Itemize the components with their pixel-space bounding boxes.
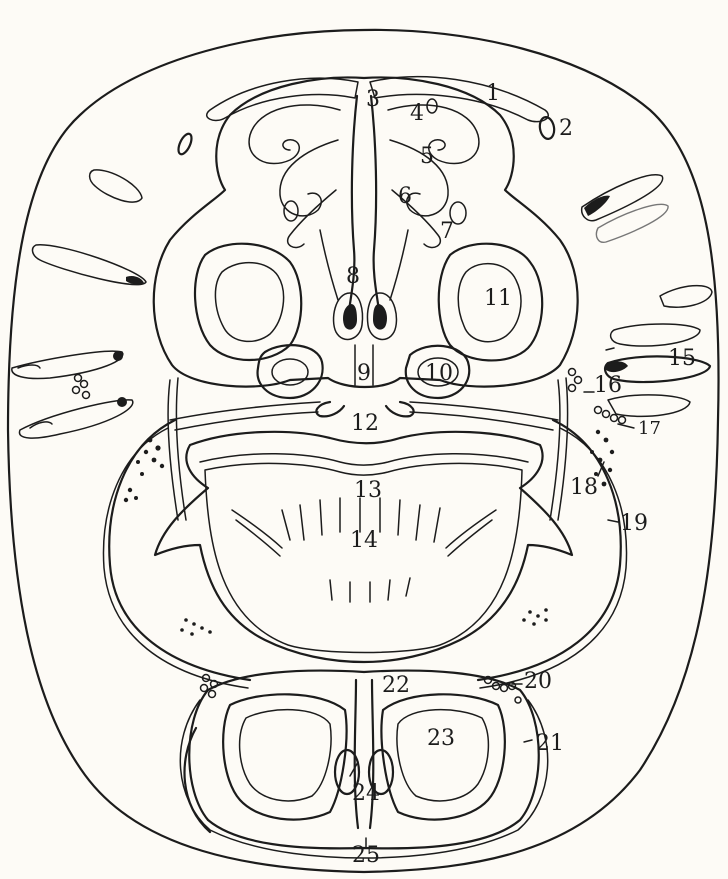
bar-right-3	[660, 286, 712, 308]
label-13: 13	[354, 478, 382, 503]
wrap-left-2	[104, 428, 248, 688]
top-band	[370, 77, 548, 122]
bar-right-6	[608, 395, 690, 416]
label-18: 18	[570, 475, 598, 500]
bar-left-4-dot	[117, 397, 127, 407]
label-22: 22	[382, 673, 410, 698]
ring-cluster-left	[73, 375, 90, 399]
label-25: 25	[352, 843, 380, 868]
bar-right-4	[611, 324, 700, 346]
bar-left-4	[19, 400, 132, 438]
lower-sinus-left	[258, 345, 323, 398]
dot-cluster-lower-right	[522, 608, 548, 626]
label-20: 20	[524, 669, 552, 694]
opening-left-top	[176, 132, 194, 156]
ring-cluster-16	[569, 369, 582, 392]
bar-right-1-fill	[584, 196, 610, 216]
label-3: 3	[366, 87, 380, 112]
sinus-left-outer	[195, 244, 301, 360]
bar-left-4-inner	[30, 422, 52, 428]
sinus-left-inner	[215, 263, 283, 342]
label-5: 5	[420, 144, 434, 169]
label-4: 4	[410, 101, 424, 126]
curve-lines-right	[446, 510, 496, 556]
label-2: 2	[559, 116, 573, 141]
label-12: 12	[351, 411, 379, 436]
band-left	[170, 402, 320, 430]
dot-cluster-left	[124, 438, 164, 503]
dot-cluster-lower-left	[180, 618, 212, 636]
bar-right-1	[582, 175, 663, 221]
label-16: 16	[594, 373, 622, 398]
lobe-right-inner	[397, 710, 488, 801]
left-duct	[284, 201, 298, 221]
right-canal	[390, 230, 408, 300]
nasal-region-outline	[154, 77, 578, 387]
turbinate-left-upper	[249, 105, 340, 164]
curve-lines-left	[232, 510, 282, 556]
side-strands-right	[550, 378, 568, 520]
label-23: 23	[427, 726, 455, 751]
left-canal	[320, 230, 338, 300]
label-6: 6	[398, 184, 412, 209]
label-9: 9	[357, 361, 371, 386]
opening-2	[538, 116, 556, 140]
label-19: 19	[620, 511, 648, 536]
label-10: 10	[425, 361, 453, 386]
lobe-left-inner	[240, 710, 331, 801]
band-right	[410, 402, 558, 430]
label-7: 7	[440, 219, 454, 244]
turbinate-left-mid	[280, 140, 338, 216]
label-14: 14	[350, 528, 378, 553]
label-11: 11	[484, 286, 512, 311]
bar-right-2	[596, 204, 668, 242]
duct-12-right	[386, 402, 414, 416]
label-24: 24	[352, 781, 380, 806]
label-15: 15	[668, 346, 696, 371]
side-strands-left	[168, 378, 186, 520]
nasal-opening-right-fill	[373, 304, 387, 330]
bar-left-1	[90, 170, 142, 202]
label-17: 17	[638, 418, 661, 439]
label-1: 1	[486, 81, 500, 106]
label-21: 21	[536, 731, 564, 756]
duct-12-left	[316, 402, 344, 416]
nasal-opening-left-fill	[343, 304, 357, 330]
label-8: 8	[346, 264, 360, 289]
bar-left-3-dot	[113, 351, 123, 361]
lower-region-outline	[189, 671, 539, 849]
